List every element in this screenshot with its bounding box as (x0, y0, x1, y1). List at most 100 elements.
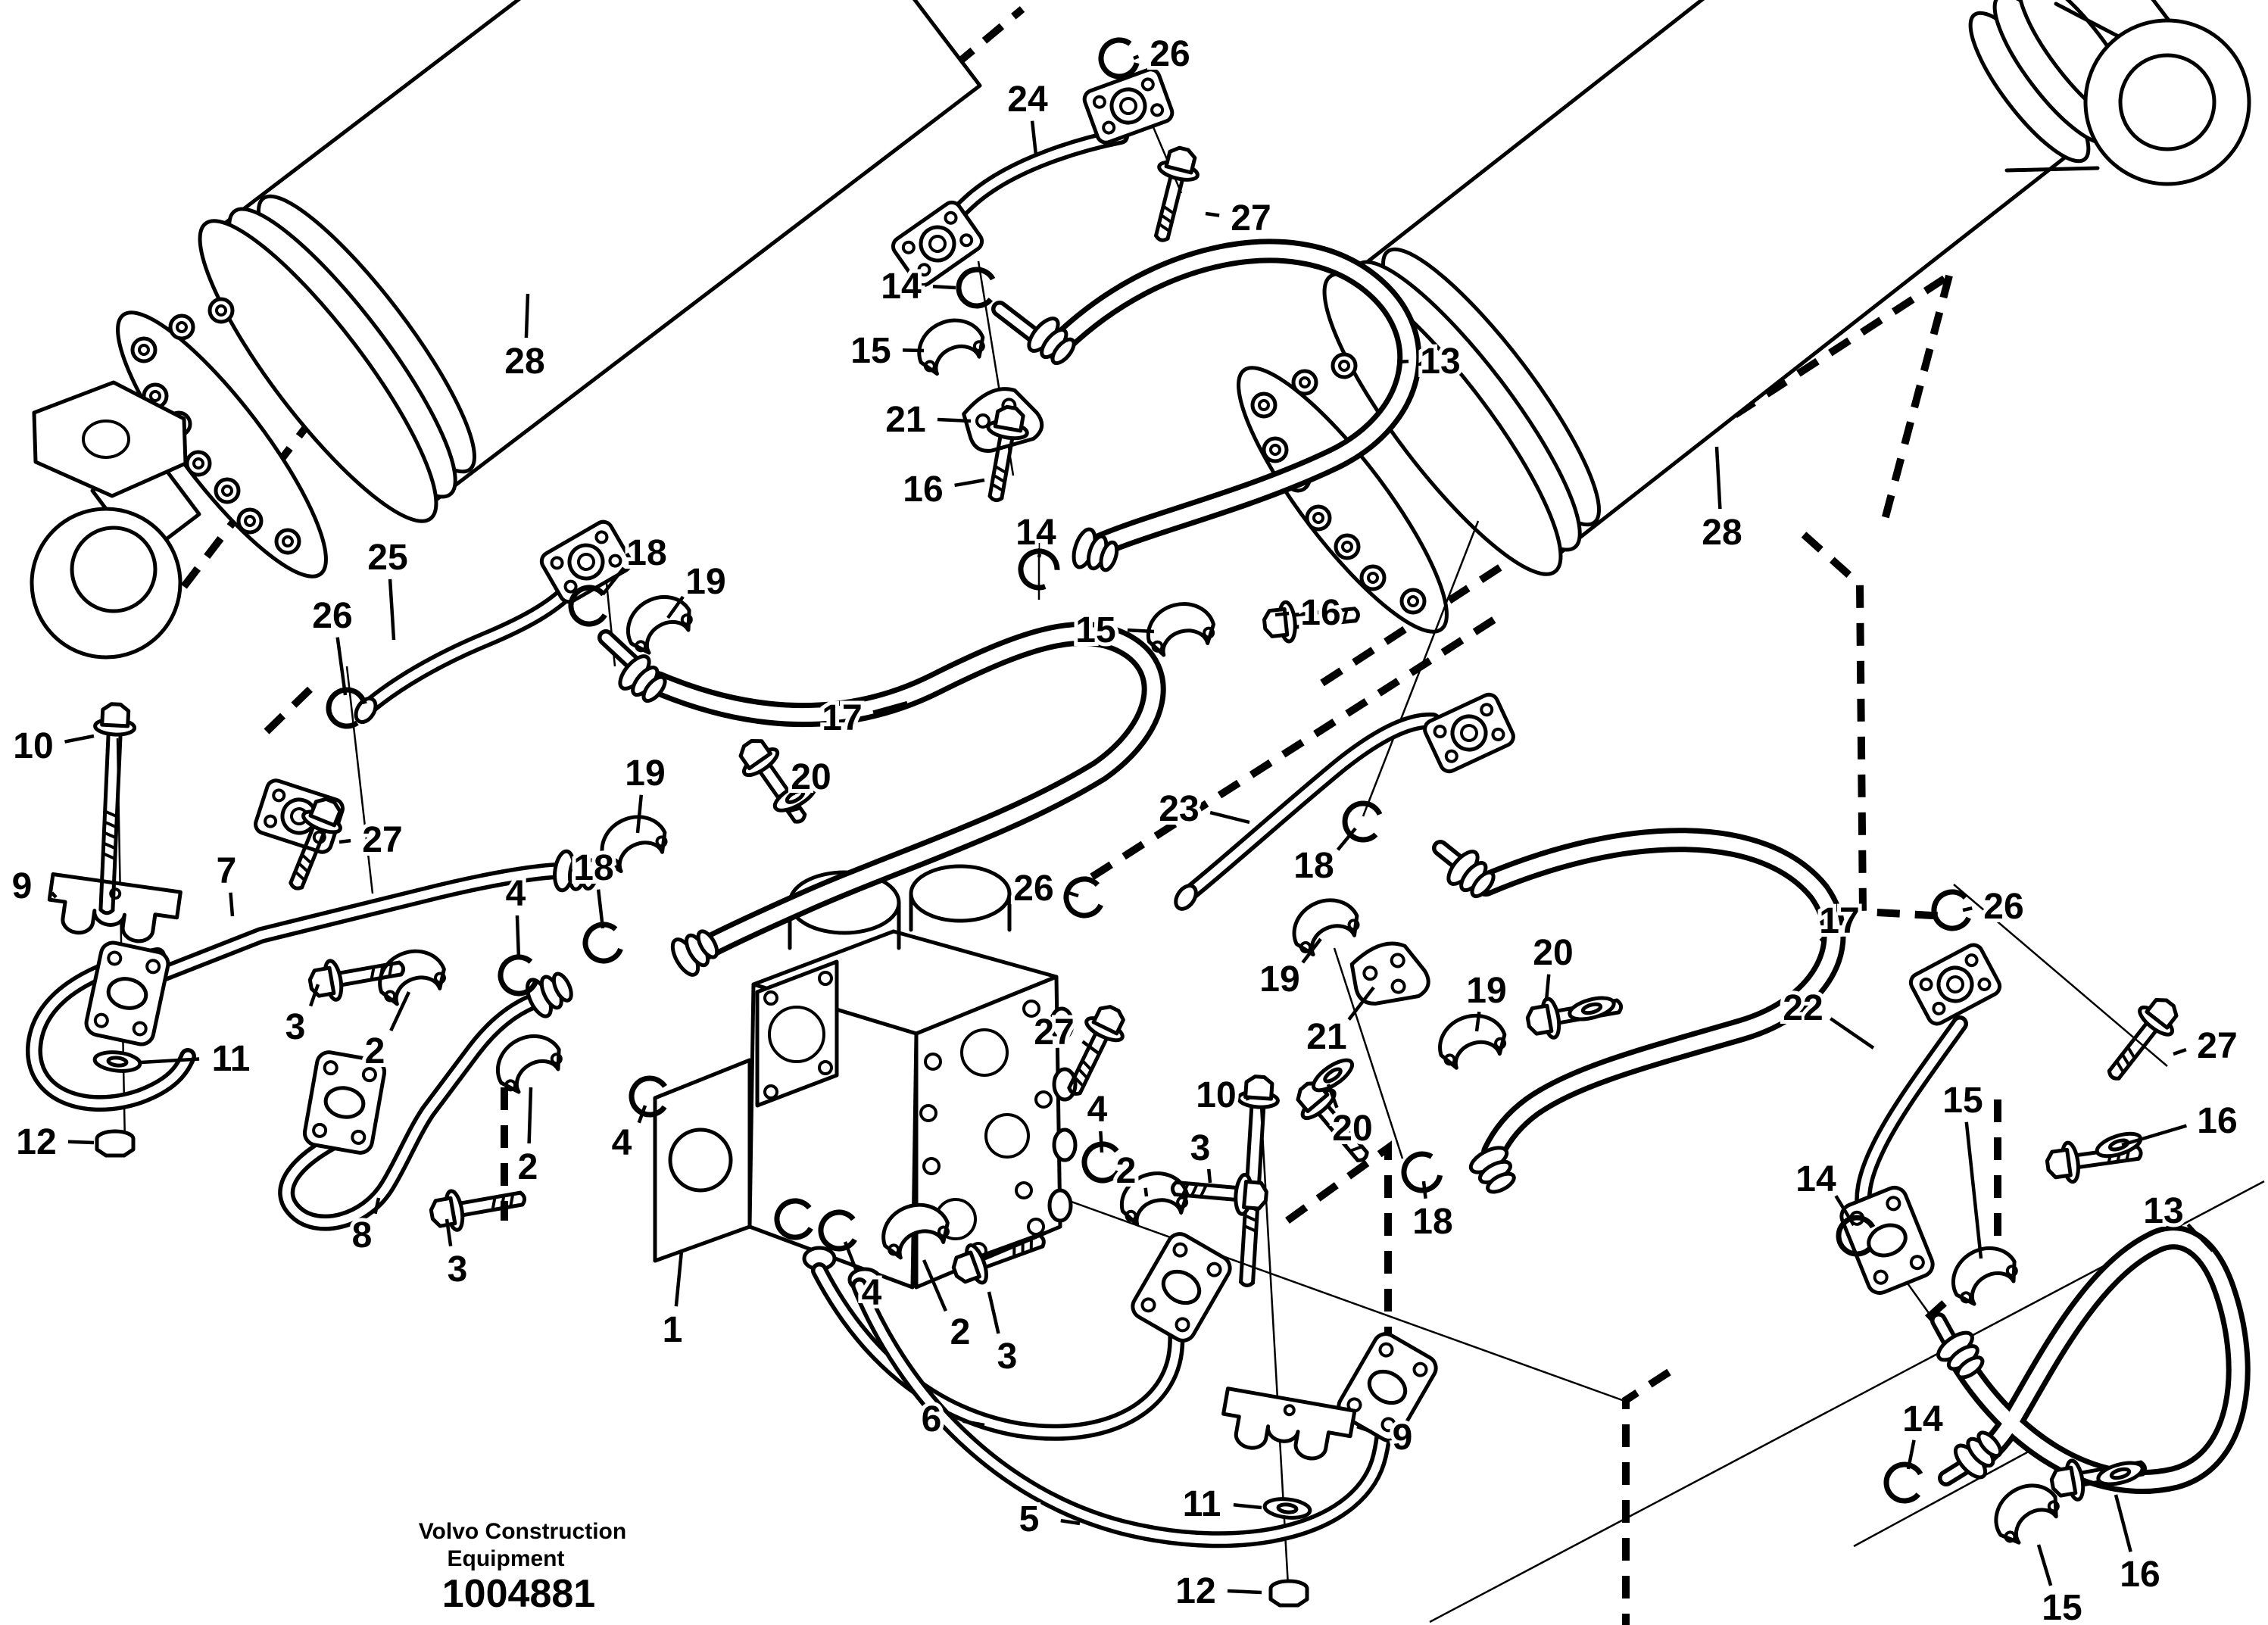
callout-number: 22 (1783, 988, 1823, 1028)
callout-number: 27 (362, 820, 402, 860)
callout-number: 14 (881, 267, 922, 307)
callout-leader (987, 1291, 1000, 1334)
callout-number: 10 (13, 726, 53, 766)
callout-20: 20 (1326, 1084, 1377, 1152)
callout-leader (389, 991, 411, 1032)
callout-leader (601, 566, 625, 596)
callout-26: 26 (1133, 30, 1194, 78)
callout-leader (1030, 120, 1038, 156)
callout-number: 2 (518, 1147, 538, 1187)
callout-leader (1397, 359, 1409, 364)
callout-number: 16 (2120, 1555, 2160, 1595)
callout-17: 17 (818, 694, 908, 742)
callout-leader (2173, 1047, 2187, 1056)
callout-number: 16 (2197, 1101, 2237, 1141)
callout-3: 3 (444, 1218, 471, 1293)
callout-number: 14 (1795, 1159, 1836, 1199)
callout-number: 15 (2042, 1588, 2082, 1625)
callout-leader (308, 984, 320, 1007)
callout-number: 2 (950, 1312, 971, 1352)
callout-11: 11 (1179, 1480, 1262, 1528)
callout-leader (1060, 1518, 1081, 1526)
callout-19: 19 (1256, 937, 1322, 1003)
callout-number: 27 (1231, 198, 1271, 239)
callout-number: 25 (367, 538, 407, 578)
callout-leader (922, 1259, 947, 1312)
callout-number: 21 (1306, 1017, 1346, 1057)
callout-number: 4 (862, 1273, 882, 1313)
callout-number: 2 (1116, 1151, 1137, 1191)
callout-number: 16 (1300, 593, 1340, 633)
callout-1: 1 (659, 1250, 686, 1354)
callout-10: 10 (1192, 1071, 1250, 1119)
callout-14: 14 (1898, 1396, 1947, 1470)
callout-number: 19 (685, 562, 725, 602)
callout-12: 12 (12, 1118, 95, 1166)
callout-23: 23 (1155, 785, 1250, 833)
callout-leader (1544, 974, 1551, 1002)
callout-28: 28 (1698, 446, 1746, 557)
callout-19: 19 (1462, 967, 1511, 1032)
callout-leader (1906, 1439, 1916, 1470)
callout-number: 17 (822, 698, 862, 738)
callout-number: 19 (1259, 959, 1299, 1000)
callout-leader (872, 700, 908, 714)
callout-leader (1714, 446, 1722, 510)
callout-leader (1037, 554, 1042, 558)
callout-2: 2 (1112, 1147, 1149, 1197)
callout-leader (2121, 1124, 2188, 1147)
callout-number: 3 (448, 1249, 468, 1290)
callout-leader (932, 285, 956, 290)
callout-18: 18 (1409, 1181, 1457, 1246)
callout-leader (2036, 1544, 2053, 1586)
callout-leader (1127, 628, 1155, 634)
callout-2: 2 (361, 991, 411, 1075)
callout-26: 26 (1962, 883, 2028, 931)
callout-18: 18 (1290, 827, 1357, 890)
callout-number: 2 (365, 1031, 385, 1071)
callout-number: 18 (1412, 1202, 1452, 1242)
callout-leader (524, 293, 530, 338)
callout-leader (1205, 211, 1220, 217)
callout-19: 19 (666, 558, 730, 619)
callout-26: 26 (308, 592, 357, 696)
callout-leader (1962, 906, 1973, 912)
hose-ferrules (354, 313, 2008, 1482)
callout-2: 2 (922, 1259, 974, 1356)
callout-leader (1964, 1121, 1983, 1259)
callout-number: 9 (12, 866, 33, 906)
callout-27: 27 (2173, 1022, 2241, 1070)
callout-leader (1227, 1589, 1262, 1595)
callout-leader (50, 891, 58, 899)
callout-7: 7 (213, 847, 240, 917)
callout-leader (635, 794, 644, 834)
callout-leader (1301, 937, 1322, 964)
callout-6: 6 (918, 1396, 985, 1443)
callout-number: 8 (352, 1215, 373, 1255)
callout-28: 28 (501, 293, 549, 385)
callout-13: 13 (1397, 338, 1465, 385)
callout-number: 3 (1190, 1128, 1211, 1168)
callout-leader (1233, 1503, 1262, 1510)
callout-leader (902, 348, 925, 353)
callout-number: 28 (504, 342, 544, 382)
callout-18: 18 (601, 529, 671, 596)
callout-27: 27 (338, 816, 407, 864)
callout-leader (338, 838, 351, 844)
publisher-name-line2: Equipment (448, 1546, 565, 1571)
callout-leader (1336, 827, 1357, 851)
callout-leader (64, 734, 95, 744)
callout-15: 15 (847, 327, 925, 375)
callout-leader (666, 595, 685, 619)
callout-number: 20 (1533, 933, 1573, 973)
callout-11: 11 (140, 1035, 254, 1083)
callout-leader (229, 892, 235, 917)
callout-3: 3 (1187, 1124, 1214, 1184)
left-cylinder (30, 0, 982, 660)
callout-number: 4 (506, 874, 526, 914)
callout-9: 9 (1356, 1414, 1416, 1461)
callout-20: 20 (787, 753, 835, 801)
callout-leader (2114, 1494, 2132, 1552)
